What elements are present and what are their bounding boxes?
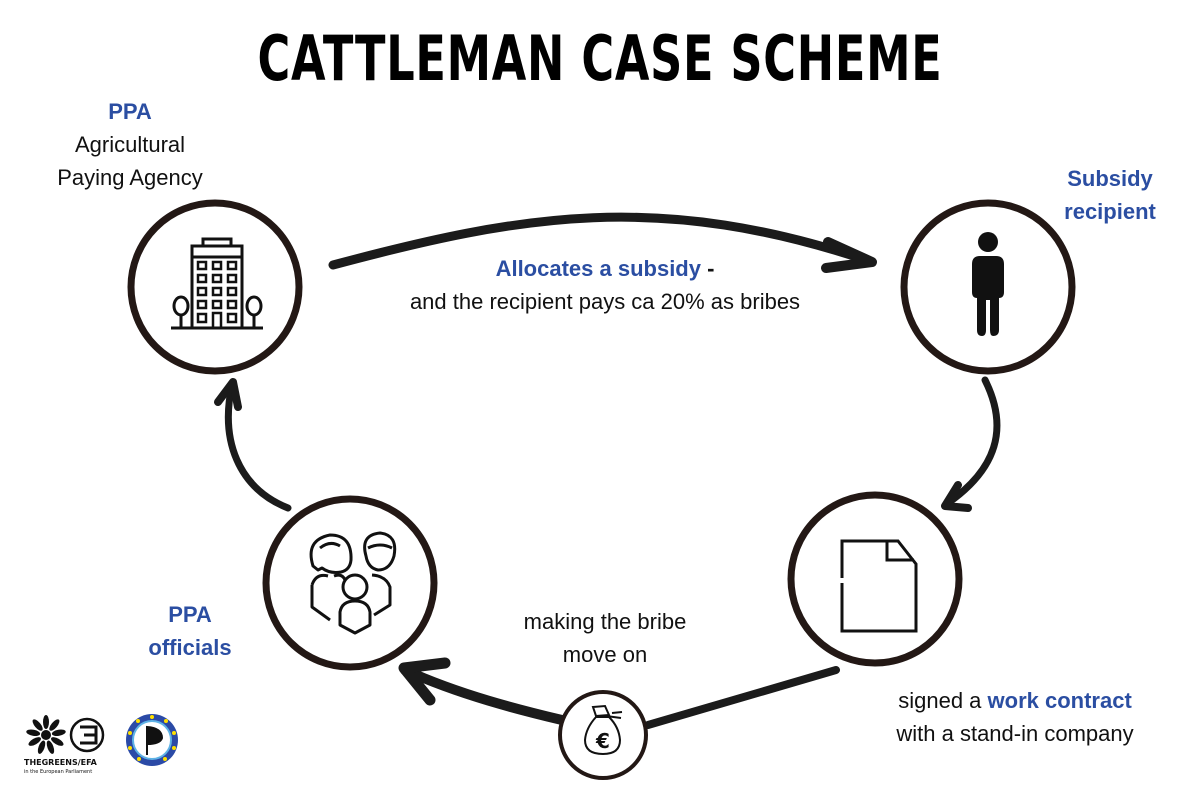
arrow-allocates [328, 212, 877, 270]
contract-node [787, 491, 963, 667]
family-group-icon [309, 531, 397, 635]
ppa-desc-line2: Paying Agency [57, 165, 203, 190]
svg-text:in the European Parliament: in the European Parliament [24, 769, 92, 775]
arrow-contract-money [644, 666, 840, 729]
ppa-desc-line1: Agricultural [74, 132, 186, 157]
arrow-recipient-contract [944, 376, 1001, 507]
euro-money-bag-icon [583, 704, 623, 756]
page-title: CATTLEMAN CASE SCHEME [257, 22, 943, 95]
euro-symbol: € [595, 729, 610, 753]
ppa-label: PPA Agricultural Paying Agency [40, 95, 220, 194]
document-icon [840, 539, 918, 633]
arrow-recipient-contract-head [941, 481, 972, 512]
greens-efa-logo: THEGREENS/EFA in the European Parliament [24, 715, 105, 775]
arrow-officials-ppa [225, 381, 292, 512]
bribe-label: making the bribe move on [523, 609, 687, 667]
arrow-money-officials-head [398, 657, 451, 706]
svg-text:THEGREENS/EFA: THEGREENS/EFA [24, 758, 98, 767]
pirate-party-logo [126, 714, 178, 766]
allocates-label: Allocates a subsidy - and the recipient … [409, 256, 801, 314]
ppa-name: PPA [108, 99, 152, 124]
officials-label: PPA officials [148, 602, 232, 660]
arrow-officials-ppa-head [214, 378, 242, 411]
office-building-icon [171, 237, 263, 330]
person-icon [972, 232, 1004, 336]
money-node [558, 690, 648, 780]
contract-label: signed a work contract with a stand-in c… [896, 688, 1134, 746]
officials-node [262, 495, 438, 671]
arrow-allocates-head [821, 237, 877, 273]
recipient-label: Subsidy recipient [1064, 166, 1156, 224]
arrow-money-officials [400, 665, 567, 725]
